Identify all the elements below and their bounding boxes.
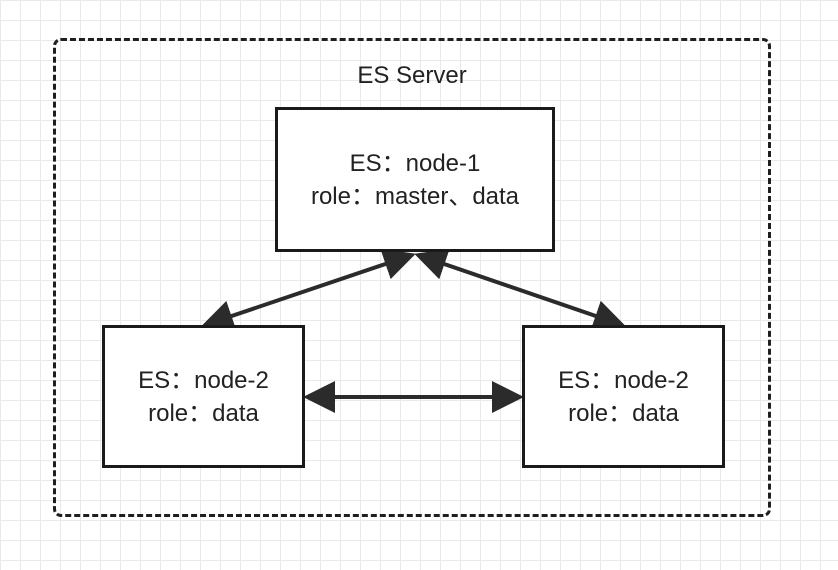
node-2-right-name: ES：node-2 (558, 366, 689, 394)
edge-node1-node2-left (201, 248, 416, 332)
node-1-name: ES：node-1 (349, 149, 481, 177)
node-2-left-name: ES：node-2 (138, 366, 269, 394)
es-server-group (53, 38, 771, 517)
node-2-left-box: ES：node-2 role：data (102, 325, 305, 468)
node-2-left-role: role：data (148, 399, 259, 427)
edge-node1-node2-right (414, 248, 626, 332)
node-2-right-role: role：data (568, 399, 679, 427)
node-1-box: ES：node-1 role：master、data (275, 107, 555, 252)
node-1-role: role：master、data (310, 182, 520, 210)
group-title: ES Server (357, 62, 467, 89)
node-2-right-box: ES：node-2 role：data (522, 325, 725, 468)
